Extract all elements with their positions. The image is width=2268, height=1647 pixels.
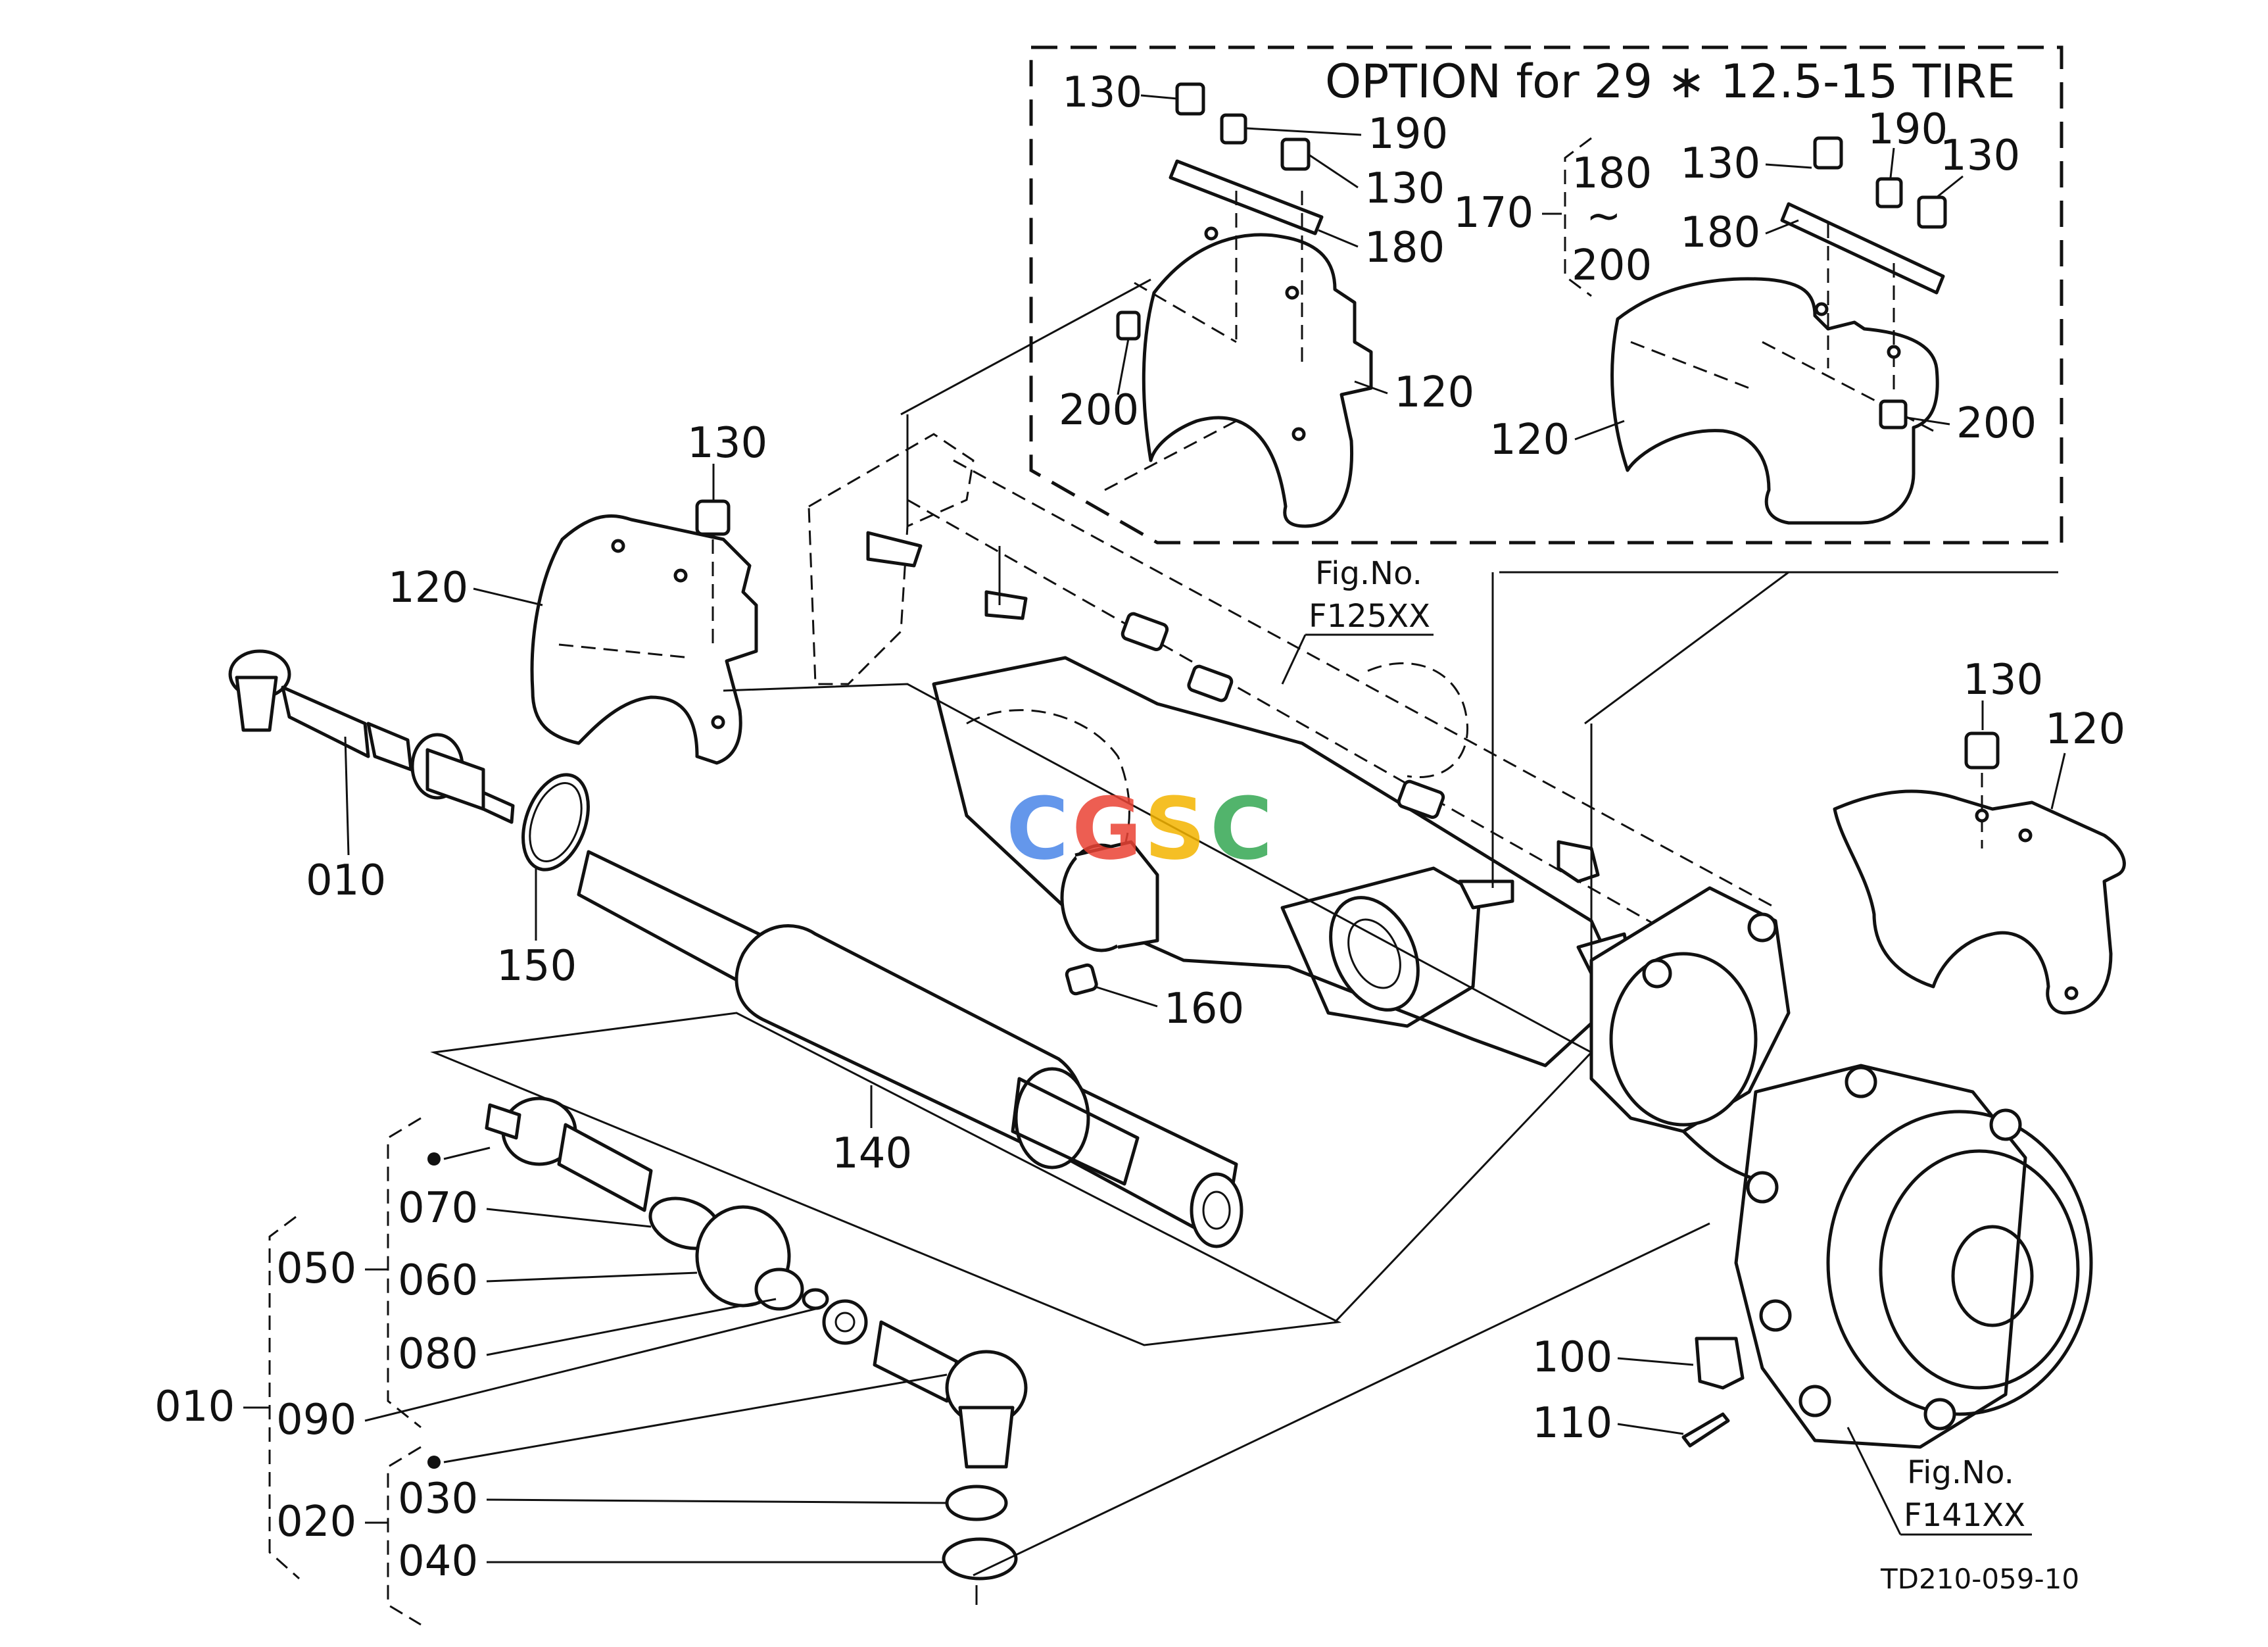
- callout-160: 160: [1164, 985, 1244, 1033]
- marker-dot: [427, 1456, 441, 1469]
- bolt-icon: [1875, 177, 1903, 209]
- bolt-icon: [1917, 195, 1947, 229]
- callout-020: 020: [276, 1498, 356, 1546]
- callout-130: 130: [1940, 132, 2020, 180]
- callout-200: 200: [1059, 386, 1139, 435]
- option-left-callouts: 130 190 130 180 200 120: [1059, 68, 1474, 435]
- bolt-icon: [1220, 113, 1247, 145]
- callout-110: 110: [1532, 1399, 1612, 1448]
- tie-rod-010: [228, 649, 515, 824]
- bolt-icon: [695, 499, 731, 536]
- callout-010: 010: [155, 1383, 235, 1431]
- callout-120: 120: [1394, 368, 1474, 417]
- callout-130: 130: [1963, 656, 2043, 704]
- bolt-icon: [1175, 82, 1205, 116]
- callout-190: 190: [1368, 110, 1448, 159]
- main-callouts: 130 120 010 150 140 160 130 120 100 110: [306, 419, 2125, 1448]
- nut-icon: [1879, 399, 1908, 430]
- snap-ring-150: [521, 773, 590, 872]
- cotter-pin-110: [1681, 1412, 1730, 1448]
- range-tilde: ~: [1586, 192, 1622, 241]
- callout-050: 050: [276, 1244, 356, 1293]
- bolt-icon: [1280, 137, 1311, 171]
- callout-120: 120: [388, 564, 468, 612]
- callout-190: 190: [1868, 105, 1948, 154]
- callout-130: 130: [1680, 139, 1760, 188]
- callout-180: 180: [1680, 209, 1760, 257]
- callout-030: 030: [398, 1475, 478, 1523]
- axle-housing: [808, 433, 1776, 1068]
- nut-icon: [1116, 310, 1141, 341]
- option-left-cover: [1104, 82, 1373, 528]
- right-cover-120: [1833, 731, 2126, 1015]
- grease-fitting-160: [1065, 963, 1098, 996]
- callout-150: 150: [496, 942, 577, 991]
- fig-ref-number: F125XX: [1309, 598, 1430, 635]
- assembly-callouts: 070 050 060 080 010 090 030 020 040: [155, 1146, 948, 1586]
- callout-130: 130: [687, 419, 767, 468]
- drawing-code: TD210-059-10: [1880, 1563, 2079, 1595]
- callout-180: 180: [1572, 149, 1652, 198]
- callout-100: 100: [1532, 1333, 1612, 1382]
- watermark-letter: C: [1210, 779, 1272, 879]
- callout-130: 130: [1062, 68, 1142, 117]
- watermark-letter: C: [1006, 779, 1069, 879]
- callout-040: 040: [398, 1537, 478, 1586]
- callout-120: 120: [2045, 705, 2125, 754]
- bolt-icon: [1813, 136, 1843, 170]
- callout-120: 120: [1489, 416, 1570, 464]
- callout-170: 170: [1453, 189, 1533, 237]
- option-title: OPTION for 29 ∗ 12.5-15 TIRE: [1325, 55, 2015, 109]
- option-range-bracket: 170 180 ~ 200: [1453, 137, 1652, 297]
- callout-080: 080: [398, 1330, 478, 1379]
- left-cover-120: [530, 499, 758, 765]
- callout-200: 200: [1956, 399, 2037, 448]
- watermark-letter: G: [1072, 779, 1142, 879]
- callout-010: 010: [306, 856, 386, 905]
- fig-ref-label: Fig.No.: [1315, 555, 1422, 592]
- option-right-callouts: 130 190 130 180 120 200: [1489, 105, 2037, 464]
- callout-200: 200: [1572, 241, 1652, 290]
- figure-ref-f141: Fig.No. F141XX: [1846, 1427, 2032, 1536]
- watermark-logo: C G S C: [1006, 779, 1272, 879]
- fig-ref-label: Fig.No.: [1907, 1454, 2014, 1491]
- option-right-cover: [1610, 136, 1947, 525]
- fig-ref-number: F141XX: [1904, 1497, 2025, 1534]
- cylinder-140: [577, 850, 1243, 1248]
- callout-130: 130: [1364, 164, 1445, 213]
- construction-lines: [723, 278, 2058, 1577]
- callout-140: 140: [832, 1129, 912, 1178]
- callout-180: 180: [1364, 224, 1445, 272]
- option-box: OPTION for 29 ∗ 12.5-15 TIRE: [1029, 45, 2063, 545]
- bolt-icon: [1964, 731, 2000, 770]
- castle-nut-100: [1695, 1337, 1745, 1390]
- callout-060: 060: [398, 1256, 478, 1305]
- figure-ref-f125: Fig.No. F125XX: [1281, 555, 1434, 685]
- tie-rod-assembly-lower: [268, 1012, 1342, 1626]
- callout-070: 070: [398, 1184, 478, 1233]
- watermark-letter: S: [1144, 779, 1206, 879]
- steering-knuckle-hub: [1589, 886, 2093, 1449]
- marker-dot: [427, 1152, 441, 1166]
- callout-090: 090: [276, 1396, 356, 1444]
